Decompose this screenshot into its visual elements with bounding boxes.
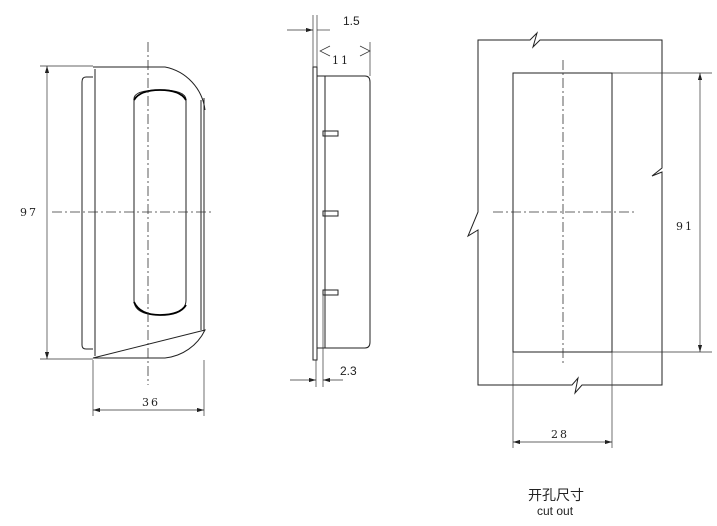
side-view: 1.5 11 2.3 (287, 14, 371, 387)
front-view: 97 36 (20, 42, 213, 416)
width-dimension: 36 (142, 396, 160, 409)
height-dimension: 97 (20, 206, 38, 219)
cutout-height-dimension: 91 (676, 220, 694, 233)
flange-dimension: 1.5 (343, 14, 360, 28)
depth-dimension: 11 (332, 54, 350, 67)
gap-dimension: 2.3 (340, 364, 357, 378)
cutout-view: 91 28 开孔尺寸 cut out (466, 31, 712, 518)
caption-chinese: 开孔尺寸 (528, 488, 584, 504)
caption-english: cut out (537, 504, 574, 518)
cutout-width-dimension: 28 (551, 428, 569, 441)
